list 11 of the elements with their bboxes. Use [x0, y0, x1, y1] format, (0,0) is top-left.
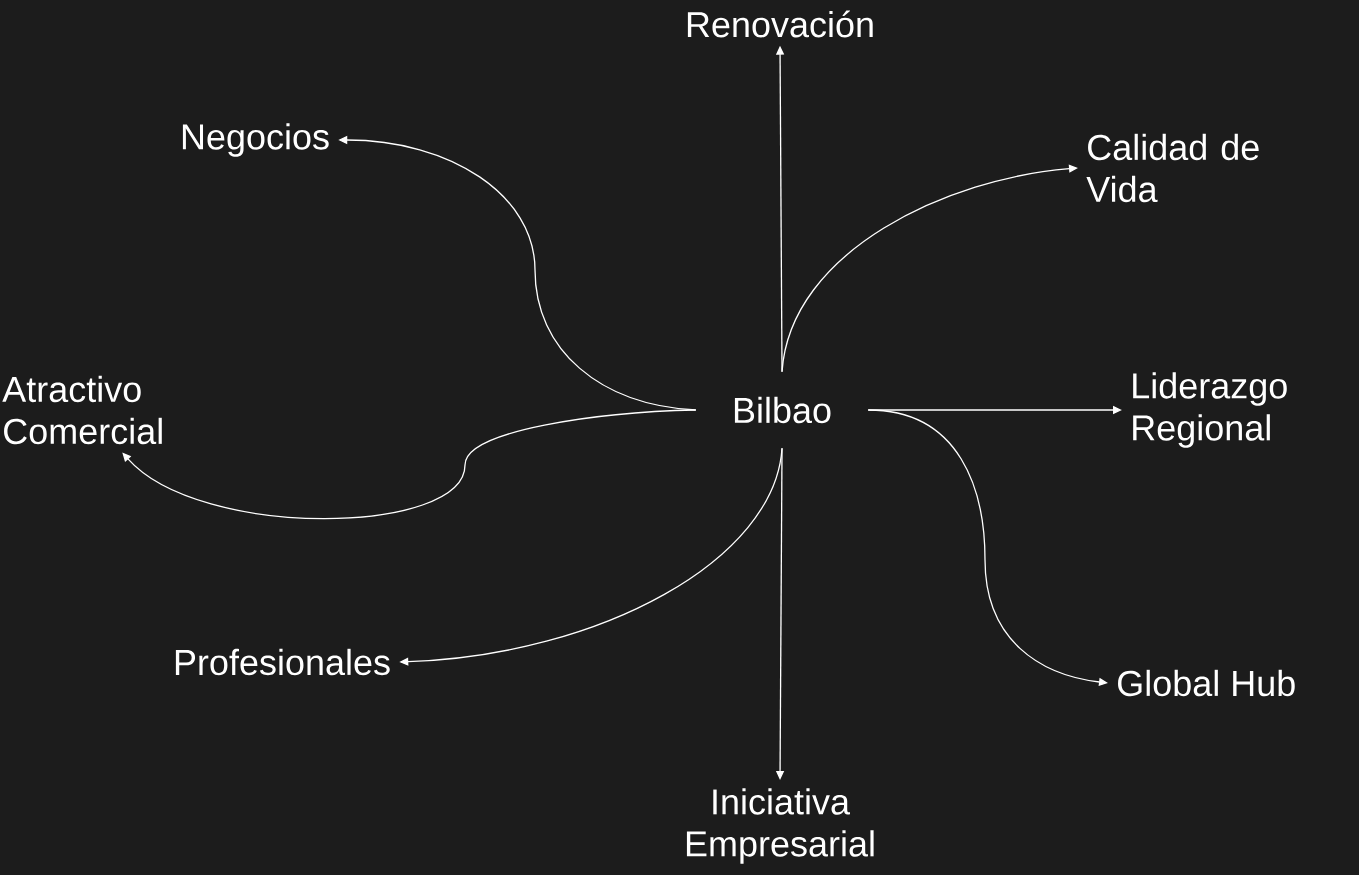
topic-label: Calidad de Vida: [1086, 133, 1259, 203]
topic-label: Profesionales: [175, 648, 390, 676]
topic-label: Liderazgo Regional: [1133, 372, 1287, 448]
topic-label: Atractivo Comercial: [2, 375, 162, 445]
center-label: Bilbao: [734, 396, 831, 424]
arrow: [781, 164, 1078, 373]
topic-label: Renovación: [687, 10, 873, 38]
topic-label: Global Hub: [1118, 669, 1295, 697]
arrow: [122, 409, 697, 520]
topic-label: Iniciativa Empresarial: [686, 788, 874, 864]
topic-label: Negocios: [182, 123, 329, 157]
